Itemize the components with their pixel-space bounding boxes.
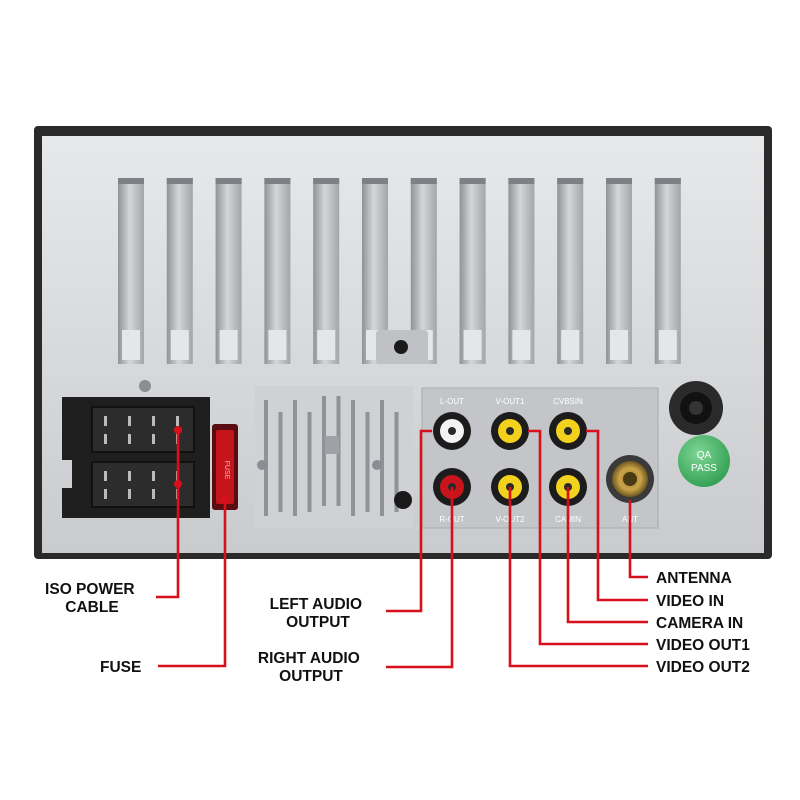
callout-lines — [156, 429, 648, 669]
iso-pin — [104, 434, 107, 444]
cable-grommet — [669, 381, 723, 435]
callout-right-audio — [386, 487, 454, 669]
iso-pin — [176, 416, 179, 426]
vent-slot — [380, 400, 384, 516]
callout-video-out1 — [528, 429, 648, 646]
jack-antenna: ANT — [606, 455, 654, 524]
label-video-in: VIDEO IN — [656, 593, 724, 610]
jack-l-out: L-OUT — [433, 397, 471, 450]
fin — [557, 178, 584, 364]
iso-pin — [104, 471, 107, 481]
label-right-audio-output: RIGHT AUDIO OUTPUT — [258, 650, 364, 685]
iso-power-connector — [62, 380, 210, 518]
label-iso-power-cable: ISO POWER CABLE — [45, 581, 139, 616]
vent-slot — [307, 412, 312, 512]
iso-pin — [152, 434, 155, 444]
callout-antenna — [628, 500, 648, 579]
jack-v-out1: V-OUT1 — [491, 397, 529, 450]
label-video-out2: VIDEO OUT2 — [656, 659, 750, 676]
iso-pin — [152, 471, 155, 481]
mic-jack — [394, 491, 412, 509]
fin — [606, 178, 632, 364]
label-video-out1: VIDEO OUT1 — [656, 637, 750, 654]
label-antenna: ANTENNA — [656, 570, 732, 587]
callout-dots — [174, 426, 229, 504]
fin — [654, 178, 681, 364]
vent-slot — [394, 412, 399, 512]
vent-slot — [322, 396, 326, 506]
fin — [166, 178, 193, 364]
svg-text:QA: QA — [697, 450, 712, 461]
callout-video-out2 — [508, 487, 648, 668]
qa-pass-badge: QA PASS — [678, 435, 730, 487]
screw-icon — [257, 460, 267, 470]
iso-pin — [128, 434, 131, 444]
iso-pin — [152, 416, 155, 426]
iso-pin — [104, 416, 107, 426]
jack-cvbsin: CVBSIN — [549, 397, 587, 450]
iso-pin — [104, 489, 107, 499]
vent-slot — [293, 400, 297, 516]
callout-fuse — [158, 500, 227, 668]
fuse-mark: FUSE — [223, 461, 230, 480]
svg-text:L-OUT: L-OUT — [440, 397, 464, 406]
fuse: FUSE — [212, 424, 238, 510]
rca-jack-panel: L-OUT V-OUT1 CVBSIN R-OUT — [421, 387, 659, 529]
vent-slot — [351, 400, 355, 516]
fin — [215, 178, 242, 364]
screw-icon — [372, 460, 382, 470]
screw-icon — [139, 380, 151, 392]
iso-pin — [128, 416, 131, 426]
fin — [118, 178, 144, 364]
iso-pin — [128, 489, 131, 499]
callout-left-audio — [386, 429, 432, 613]
callout-labels: ISO POWER CABLE FUSE LEFT AUDIO OUTPUT R… — [45, 570, 750, 685]
fin — [459, 178, 486, 364]
label-fuse: FUSE — [100, 659, 141, 676]
heat-sink-fins — [118, 178, 681, 364]
svg-text:CVBSIN: CVBSIN — [553, 397, 583, 406]
svg-text:V-OUT1: V-OUT1 — [496, 397, 525, 406]
iso-pin — [152, 489, 155, 499]
callout-camera-in — [566, 487, 648, 624]
fin — [508, 178, 535, 364]
vent-slot — [278, 412, 283, 512]
iso-pin — [128, 471, 131, 481]
callout-video-in — [586, 429, 648, 602]
vent-slot — [365, 412, 370, 512]
fin — [313, 178, 340, 364]
fin — [264, 178, 291, 364]
mounting-hole — [376, 330, 428, 364]
svg-text:PASS: PASS — [691, 463, 717, 474]
vent-slot — [264, 400, 268, 516]
label-left-audio-output: LEFT AUDIO OUTPUT — [270, 596, 367, 631]
vent-panel — [255, 386, 413, 528]
label-camera-in: CAMERA IN — [656, 615, 743, 632]
